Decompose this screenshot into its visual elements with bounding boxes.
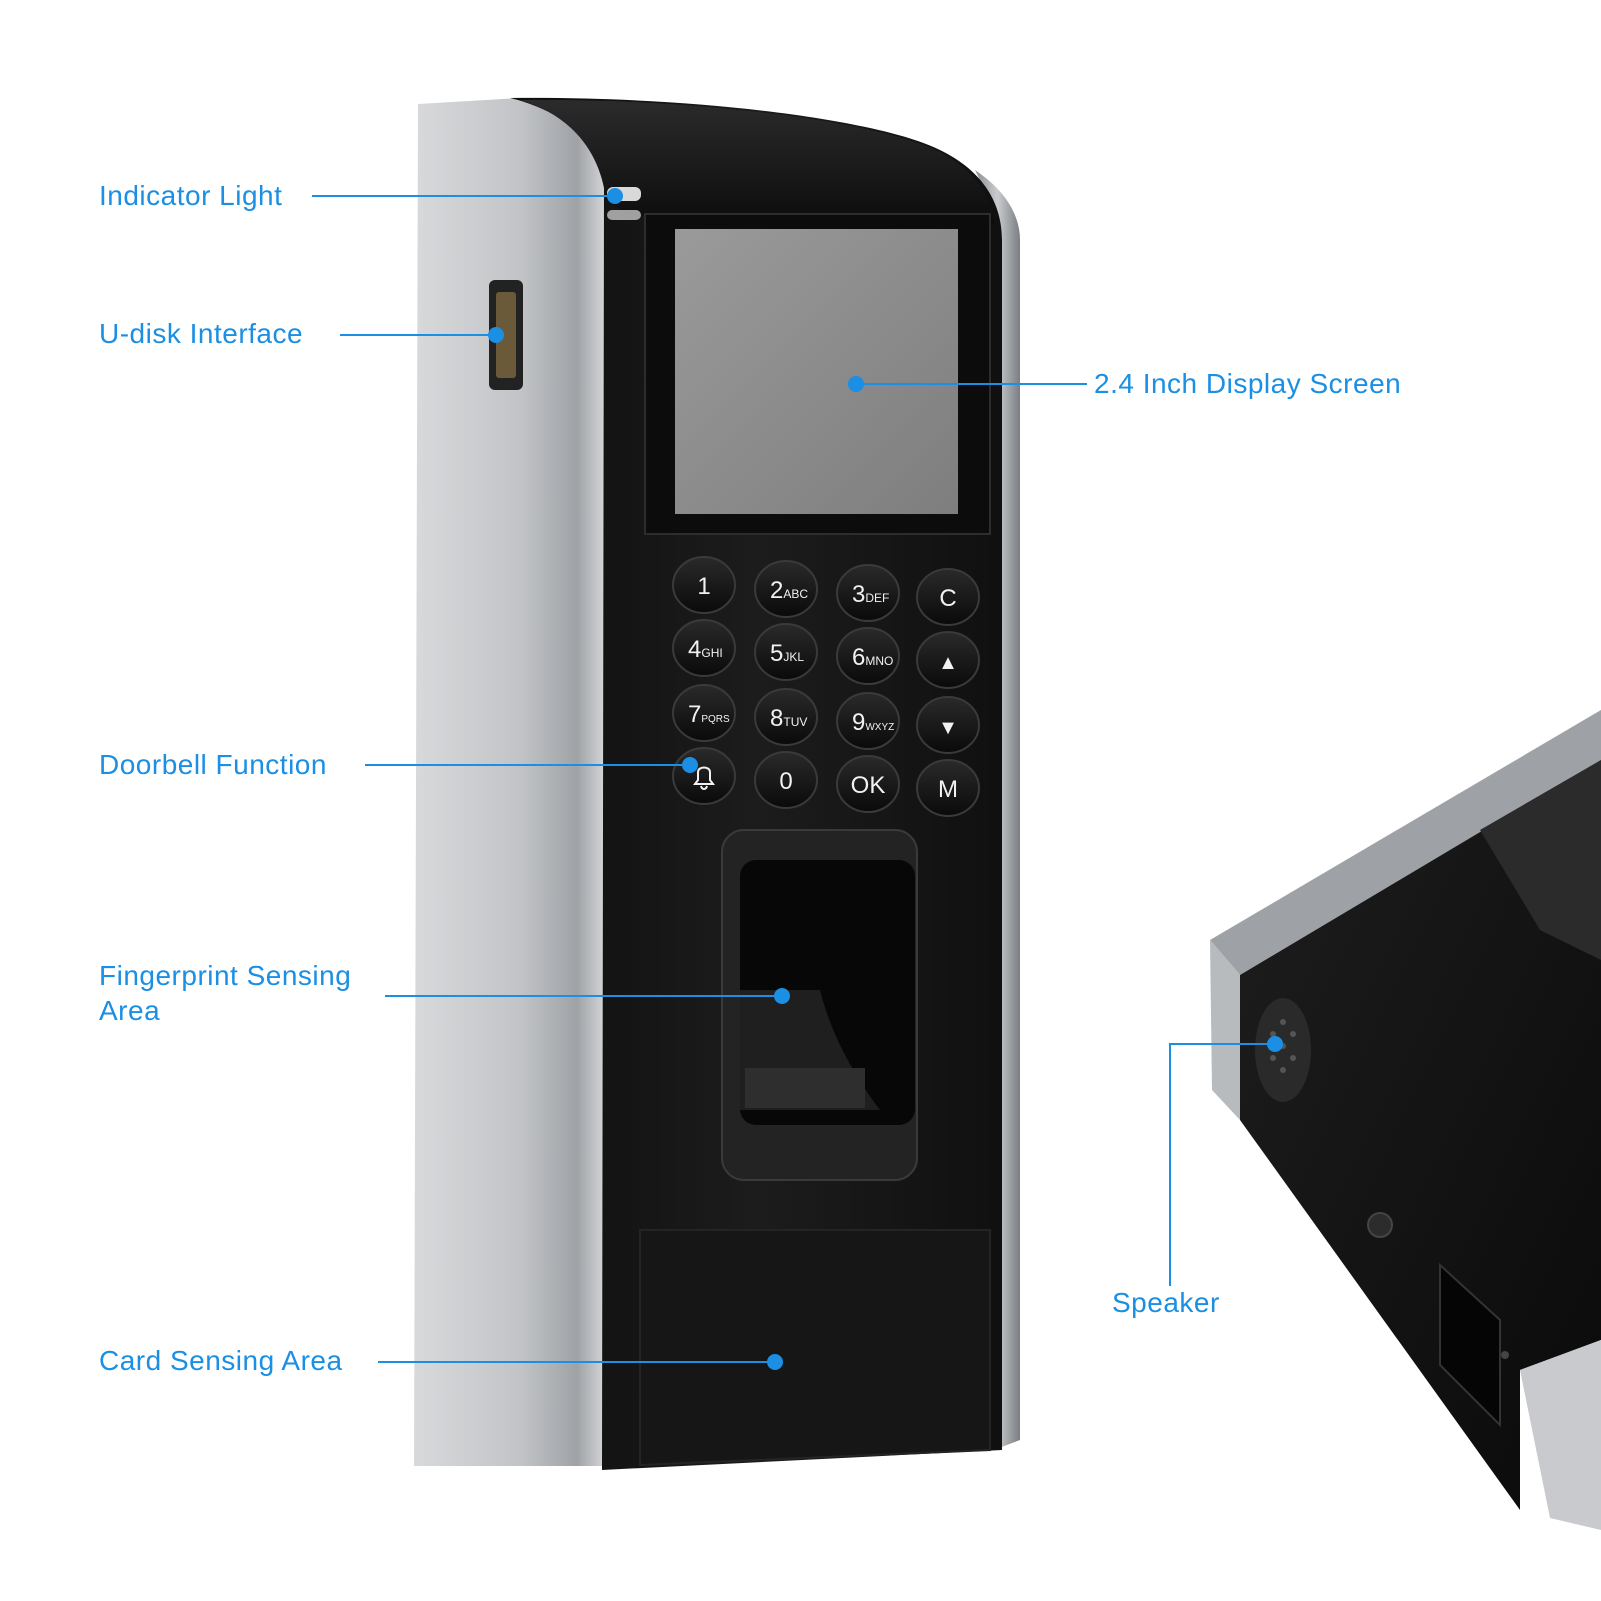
- keypad-key-cap[interactable]: [672, 747, 736, 805]
- keypad-key-label: 4GHI: [688, 636, 723, 663]
- bell-icon: [693, 766, 715, 790]
- callout-u-disk-interface: U-disk Interface: [99, 318, 304, 349]
- keypad-key[interactable]: 8TUV: [754, 688, 818, 746]
- fingerprint-sensor-plate: [745, 1068, 865, 1108]
- speaker: [1255, 998, 1311, 1102]
- keypad-key[interactable]: 5JKL: [754, 623, 818, 681]
- keypad-key[interactable]: 9WXYZ: [836, 692, 900, 750]
- device-bottom-view: [1210, 710, 1601, 1530]
- silver-side-panel: [414, 98, 606, 1466]
- keypad-key[interactable]: 4GHI: [672, 619, 736, 677]
- keypad-key-cap[interactable]: [754, 623, 818, 681]
- keypad-key-label: M: [938, 776, 958, 803]
- network-port: [1439, 1262, 1501, 1428]
- keypad-key-cap[interactable]: [916, 759, 980, 817]
- keypad-key-cap[interactable]: [672, 619, 736, 677]
- callout-speaker: Speaker: [1112, 1287, 1220, 1318]
- keypad-key-label: 3DEF: [852, 581, 889, 608]
- keypad-key-cap[interactable]: [754, 688, 818, 746]
- keypad-key-label: 9WXYZ: [852, 709, 894, 736]
- side-inner-panel: [1480, 760, 1601, 960]
- keypad-key-cap[interactable]: [916, 568, 980, 626]
- usb-port-slot: [496, 292, 516, 378]
- keypad-key-cap[interactable]: [916, 631, 980, 689]
- display-screen: [675, 229, 958, 514]
- keypad-key-cap[interactable]: [836, 564, 900, 622]
- keypad-key-cap[interactable]: [672, 556, 736, 614]
- indicator-light-lower: [607, 210, 641, 220]
- callout-lines: [312, 195, 1275, 1363]
- keypad-key-label: C: [939, 585, 956, 612]
- callout-display-screen: 2.4 Inch Display Screen: [1094, 368, 1402, 399]
- keypad-key-label: 1: [697, 573, 710, 600]
- keypad-key[interactable]: 3DEF: [836, 564, 900, 622]
- callout-doorbell-function: Doorbell Function: [99, 749, 327, 780]
- keypad-key-label: OK: [851, 772, 886, 799]
- keypad-key[interactable]: 7PQRS: [672, 684, 736, 742]
- keypad-key-label: ▼: [938, 717, 958, 739]
- keypad-key-label: 5JKL: [770, 640, 804, 667]
- side-silver-bottom: [1520, 1340, 1601, 1530]
- keypad-key-cap[interactable]: [836, 692, 900, 750]
- card-sensing-block: [639, 1229, 991, 1467]
- keypad-key[interactable]: M: [916, 759, 980, 817]
- callout-card-sensing-area: Card Sensing Area: [99, 1345, 343, 1376]
- keypad-key[interactable]: 2ABC: [754, 560, 818, 618]
- keypad-key-label: 8TUV: [770, 705, 807, 732]
- callout-fingerprint-line2: Area: [99, 995, 161, 1026]
- callout-fingerprint-line1: Fingerprint Sensing: [99, 960, 352, 991]
- keypad-key-cap[interactable]: [916, 696, 980, 754]
- side-hole: [1501, 1351, 1509, 1359]
- keypad-key[interactable]: [672, 747, 736, 805]
- side-silver-left: [1210, 940, 1240, 1120]
- keypad-key[interactable]: 0: [754, 751, 818, 809]
- keypad-key[interactable]: ▼: [916, 696, 980, 754]
- keypad-key-label: ▲: [938, 652, 958, 674]
- keypad-key-cap[interactable]: [836, 627, 900, 685]
- keypad-key-cap[interactable]: [754, 751, 818, 809]
- screw: [1367, 1212, 1393, 1238]
- keypad-key-cap[interactable]: [754, 560, 818, 618]
- callout-fingerprint-sensing-area: Fingerprint Sensing Area: [99, 958, 351, 1028]
- keypad-key[interactable]: ▲: [916, 631, 980, 689]
- callout-dots: [488, 188, 1283, 1370]
- keypad-key-cap[interactable]: [672, 684, 736, 742]
- keypad-key[interactable]: C: [916, 568, 980, 626]
- access-control-device: 1 2ABC 3DEF C 4GHI 5JKL 6MNO ▲ 7PQRS 8TUV 9WXYZ ▼ 0 O…: [414, 97, 1020, 1471]
- keypad-key[interactable]: OK: [836, 755, 900, 813]
- keypad-key-label: 2ABC: [770, 577, 808, 604]
- keypad: 1 2ABC 3DEF C 4GHI 5JKL 6MNO ▲ 7PQRS 8TUV 9WXYZ ▼ 0 O…: [672, 556, 980, 817]
- keypad-key-label: 7PQRS: [688, 701, 730, 728]
- keypad-key-cap[interactable]: [836, 755, 900, 813]
- side-silver-top: [1210, 710, 1601, 975]
- keypad-key[interactable]: 6MNO: [836, 627, 900, 685]
- side-black-body: [1240, 760, 1601, 1510]
- callout-indicator-light: Indicator Light: [99, 180, 283, 211]
- keypad-key-label: 0: [779, 768, 792, 795]
- speaker-grille: [1270, 1019, 1296, 1073]
- keypad-key-label: 6MNO: [852, 644, 893, 671]
- keypad-key[interactable]: 1: [672, 556, 736, 614]
